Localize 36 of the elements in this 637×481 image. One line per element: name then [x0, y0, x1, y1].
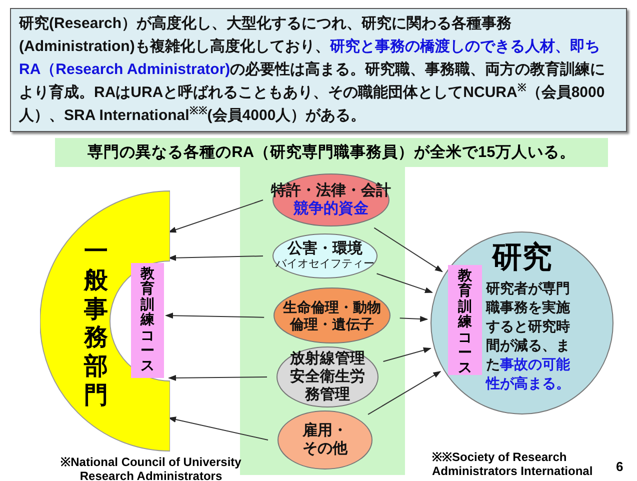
header-band [55, 138, 608, 167]
arrow [374, 227, 443, 272]
arrow [168, 416, 268, 440]
vertical-label: 一般事務部門 [84, 238, 108, 411]
arrow [399, 316, 428, 322]
footnote: ※National Council of University Research Administrators [60, 455, 242, 481]
topic-text: 競争的資金 [294, 200, 368, 218]
course-tag [448, 265, 482, 375]
arrow [168, 374, 268, 381]
arrow [168, 254, 264, 261]
arrow [368, 371, 442, 415]
topic-ellipse [273, 287, 391, 344]
topic-ellipse [276, 346, 379, 408]
topic-text: 生命倫理・動物倫理・遺伝子 [282, 298, 382, 332]
research-circle [430, 231, 614, 415]
intro-paragraph: 研究(Research）が高度化し、大型化するにつれ、研究に関わる各種事務(Administration)も複雑化し高度化しており、研究と事務の橋渡しのできる人材、即ちRA（Research Administrator)の必要性は高まる。研究職、事務職、両方の教育訓練により育成。RAはURAと呼ばれることもあり、その職能団体としてNCURA$^{※}$（会員8000人）、SRA International$^{※※}$(会員4000人）がある。 [19, 14, 606, 126]
circle-title: 研究 [492, 240, 552, 276]
topic-ellipse [277, 410, 373, 470]
arrow [165, 312, 265, 319]
tag-text: 教育訓練コース [140, 266, 154, 376]
tag-text: 教育訓練コース [458, 268, 472, 375]
arrow [382, 347, 432, 362]
circle-body-text: 研究者が専門職事務を実施すると研究時間が減る、また事故の可能性が高まる。 [486, 279, 571, 393]
page-number: 6 [616, 460, 624, 474]
half-ring-shape [40, 190, 170, 452]
arrow [376, 273, 433, 293]
footnote: ※※Society of Research Administrators International [432, 450, 594, 478]
topic-ellipse [272, 173, 390, 227]
topic-text: 雇用・その他 [302, 422, 348, 458]
topic-text: 放射線管理安全衛生労務管理 [288, 350, 366, 404]
course-tag [131, 263, 164, 378]
topic-text: 特許・法律・会計 [271, 182, 391, 200]
topic-ellipse [272, 233, 378, 279]
band-heading: 専門の異なる各種のRA（研究専門職事務員）が全米で15万人いる。 [88, 142, 576, 163]
topic-text: 公害・環境 [288, 240, 362, 258]
arrow [168, 200, 264, 233]
